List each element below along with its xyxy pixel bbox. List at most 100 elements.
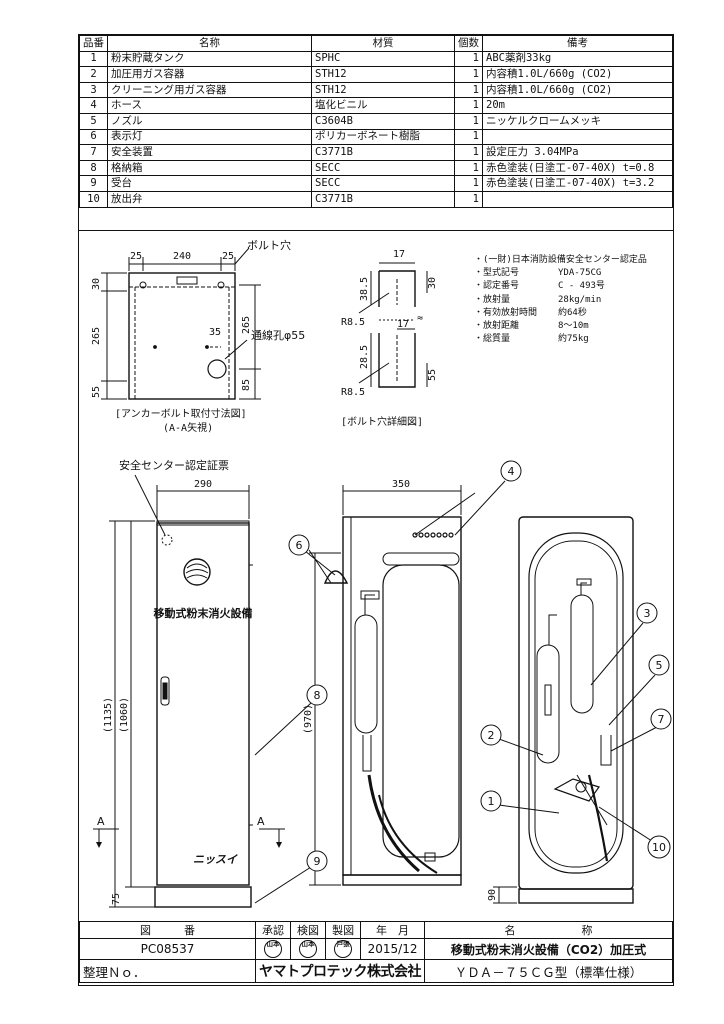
cert-label: 安全センター認定証票 bbox=[119, 458, 229, 472]
callout-10: 10 bbox=[652, 841, 666, 854]
cell-material: STH12 bbox=[311, 66, 455, 83]
dim-bolt-h2: 30 bbox=[427, 277, 438, 289]
dim-anchor-w2: 240 bbox=[173, 251, 191, 262]
table-row: 3 クリーニング用ガス容器 STH12 1 内容積1.0L/660g (CO2) bbox=[79, 81, 673, 99]
spec-cert: ・(一財)日本消防設備安全センター認定品 bbox=[474, 255, 647, 265]
callout-4: 4 bbox=[508, 465, 515, 478]
dim-bolt-h3: 28.5 bbox=[359, 345, 370, 369]
title-h-approve: 承認 bbox=[254, 921, 292, 939]
side-view bbox=[308, 485, 476, 886]
table-row: 2 加圧用ガス容器 STH12 1 内容積1.0L/660g (CO2) bbox=[79, 66, 673, 83]
cell-remarks: ニッケルクロームメッキ bbox=[482, 112, 673, 130]
cell-remarks: 内容積1.0L/660g (CO2) bbox=[482, 66, 673, 83]
break-mark: ≈ bbox=[417, 313, 423, 324]
table-row: 1 粉末貯蔵タンク SPHC 1 ABC薬剤33kg bbox=[79, 50, 673, 68]
callout-1: 1 bbox=[488, 795, 495, 808]
section-divider bbox=[79, 230, 673, 231]
callout-6: 6 bbox=[296, 539, 303, 552]
cell-no: 10 bbox=[79, 190, 108, 208]
table-row: 4 ホース 塩化ビニル 1 20m bbox=[79, 97, 673, 114]
title-h-draw: 製図 bbox=[325, 921, 362, 939]
back-view bbox=[493, 516, 634, 904]
anchor-caption-view: (A-A矢視) bbox=[163, 421, 213, 434]
callout-leaders bbox=[254, 480, 658, 904]
drawing-number: PC08537 bbox=[79, 938, 256, 960]
anchor-plan-view bbox=[101, 247, 261, 400]
dim-anchor-h2: 265 bbox=[91, 327, 102, 345]
dim-bolt-r2: R8.5 bbox=[341, 387, 365, 398]
dim-bolt-t2: 17 bbox=[397, 319, 409, 330]
title-h-date: 年 月 bbox=[360, 921, 425, 939]
drawing-canvas: 1 2 3 4 5 6 7 8 9 10 25 240 25 35 30 265… bbox=[91, 238, 672, 908]
cell-material: ポリカーボネート樹脂 bbox=[311, 128, 455, 146]
callout-9: 9 bbox=[314, 855, 321, 868]
dim-anchor-h5: 85 bbox=[241, 379, 252, 391]
dim-front-total: (1135) bbox=[103, 697, 114, 733]
dim-bolt-h4: 55 bbox=[427, 369, 438, 381]
dim-anchor-35: 35 bbox=[209, 327, 221, 338]
table-row: 10 放出弁 C3771B 1 bbox=[79, 190, 673, 208]
draw-stamp: 戸張 bbox=[334, 940, 353, 958]
bolt-hole-label: ボルト穴 bbox=[247, 238, 291, 252]
parts-table: 品番 名称 材質 個数 備考 1 粉末貯蔵タンク SPHC 1 ABC薬剤33k… bbox=[79, 35, 673, 208]
check-stamp-cell: 山本 bbox=[290, 938, 327, 960]
cell-material: 塩化ビニル bbox=[311, 97, 455, 114]
title-h-name: 名 称 bbox=[424, 921, 673, 939]
cell-name: ホース bbox=[107, 97, 312, 114]
maker-logo: ニッスイ bbox=[193, 853, 238, 866]
approve-stamp: 山本 bbox=[264, 940, 283, 958]
dim-anchor-w3: 25 bbox=[222, 251, 234, 262]
dim-bolt-h1: 38.5 bbox=[359, 277, 370, 301]
model-name: ＹＤＡ－７５ＣＧ型（標準仕様） bbox=[424, 959, 673, 983]
product-name: 移動式粉末消火設備（CO2）加圧式 bbox=[424, 938, 673, 960]
drawing-sheet: 品番 名称 材質 個数 備考 1 粉末貯蔵タンク SPHC 1 ABC薬剤33k… bbox=[78, 34, 674, 986]
bolt-detail-view bbox=[358, 262, 428, 388]
callout-7: 7 bbox=[658, 713, 665, 726]
dim-anchor-w1: 25 bbox=[130, 251, 142, 262]
wire-hole-label: 通線孔φ55 bbox=[251, 328, 305, 342]
title-block: 図 番 承認 検図 製図 年 月 名 称 PC08537 山本 山本 戸張 20… bbox=[79, 921, 673, 983]
title-h-drawing-no: 図 番 bbox=[79, 921, 256, 939]
reference-number: 整理Ｎｏ． bbox=[79, 959, 256, 983]
spec-row: ・総質量約75kg bbox=[474, 334, 589, 345]
cell-remarks: 赤色塗装(日塗工-07-40X) t=3.2 bbox=[482, 175, 673, 192]
section-mark-left: A bbox=[97, 815, 105, 828]
dim-bolt-t1: 17 bbox=[393, 249, 405, 260]
panel-label: 移動式粉末消火設備 bbox=[154, 606, 253, 620]
title-h-check: 検図 bbox=[290, 921, 327, 939]
callout-3: 3 bbox=[644, 607, 651, 620]
header-remarks: 備考 bbox=[482, 35, 673, 52]
approve-stamp-cell: 山本 bbox=[254, 938, 292, 960]
dim-front-width: 290 bbox=[194, 479, 212, 490]
company-name: ヤマトプロテック株式会社 bbox=[255, 959, 425, 983]
spec-row: ・有効放射時間約64秒 bbox=[474, 307, 587, 318]
dim-back-base: 90 bbox=[487, 889, 498, 901]
cell-name: 放出弁 bbox=[107, 190, 312, 208]
anchor-caption: [アンカーボルト取付寸法図] bbox=[115, 407, 247, 420]
table-row: 8 格納箱 SECC 1 赤色塗装(日塗工-07-40X) t=0.8 bbox=[79, 159, 673, 177]
drawing-date: 2015/12 bbox=[360, 938, 425, 960]
table-row: 7 安全装置 C3771B 1 設定圧力 3.04MPa bbox=[79, 144, 673, 161]
dim-front-box: (1060) bbox=[119, 697, 130, 733]
dim-anchor-h1: 30 bbox=[91, 278, 102, 290]
dim-front-base: 75 bbox=[111, 893, 122, 905]
section-mark-right: A bbox=[257, 815, 265, 828]
dim-anchor-h3: 55 bbox=[91, 386, 102, 398]
callout-8: 8 bbox=[314, 689, 321, 702]
cell-remarks bbox=[482, 190, 673, 208]
dim-side-height: (970) bbox=[303, 704, 314, 734]
bolt-caption: [ボルト穴詳細図] bbox=[341, 415, 423, 428]
dim-side-width: 350 bbox=[392, 479, 410, 490]
dim-anchor-h4: 265 bbox=[241, 316, 252, 334]
callout-2: 2 bbox=[488, 729, 495, 742]
front-view bbox=[93, 474, 285, 908]
dim-bolt-r1: R8.5 bbox=[341, 317, 365, 328]
callout-5: 5 bbox=[656, 659, 663, 672]
cell-material: C3771B bbox=[311, 190, 455, 208]
draw-stamp-cell: 戸張 bbox=[325, 938, 362, 960]
